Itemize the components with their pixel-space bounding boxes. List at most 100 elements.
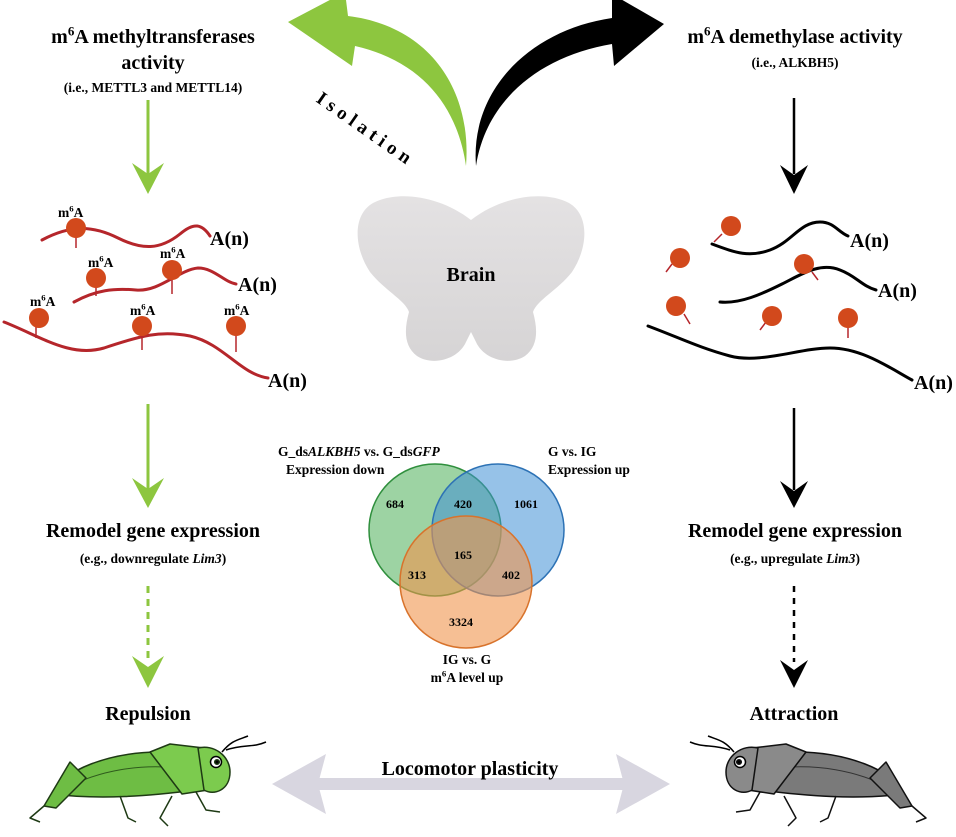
- m6a-dot: [29, 308, 49, 328]
- right-arrow-2: [780, 408, 808, 508]
- right-example: (i.e., ALKBH5): [751, 55, 839, 70]
- grey-locust-illustration: [689, 735, 927, 827]
- m6a-label-m: m: [30, 294, 42, 309]
- right-mrna-3: [646, 324, 914, 382]
- m6a-label-a: A: [73, 205, 84, 220]
- venn-count-abc: 165: [454, 548, 472, 562]
- venn-count-ab: 420: [454, 497, 472, 511]
- right-heading-sup: 6: [703, 23, 711, 39]
- right-remodel-gene: Lim3: [826, 551, 856, 566]
- right-heading-text: A demethylase activity: [710, 26, 903, 48]
- venn-set-a-label: G_dsALKBH5 vs. G_dsGFP: [278, 444, 440, 460]
- venn-set-c-m: m: [430, 670, 442, 685]
- crowding-arrow: [475, 0, 664, 166]
- isolation-arrow: [288, 0, 467, 166]
- m6a-label-sup: 6: [141, 301, 146, 312]
- m6a-dot: [162, 260, 182, 280]
- venn-set-c-label: IG vs. G: [442, 652, 492, 667]
- left-polya-2: A(n): [238, 274, 277, 296]
- m6a-label: m6A: [160, 244, 185, 262]
- m6a-label-a: A: [239, 303, 250, 318]
- venn-count-b-only: 1061: [514, 497, 538, 511]
- venn-set-a-mid: vs. G_ds: [360, 444, 413, 459]
- right-polya-2: A(n): [878, 280, 917, 302]
- right-arrow-3-dashed: [780, 586, 808, 688]
- m6a-label: m6A: [224, 301, 250, 319]
- m6a-label-a: A: [45, 294, 56, 309]
- left-remodel-example: (e.g., downregulate Lim3): [18, 551, 288, 567]
- right-free-m6a: [665, 216, 858, 338]
- right-polya-3: A(n): [914, 372, 953, 394]
- green-locust-illustration: [29, 735, 267, 827]
- m6a-label-sup: 6: [171, 244, 176, 255]
- left-heading: m6A methyltransferases: [18, 23, 288, 49]
- m6a-dot: [226, 316, 246, 336]
- left-example: (i.e., METTL3 and METTL14): [63, 80, 243, 95]
- venn-set-b-label: G vs. IG: [548, 444, 597, 459]
- m6a-label: m6A: [130, 301, 156, 319]
- left-arrow-2: [132, 404, 164, 508]
- m6a-label: m6A: [58, 203, 84, 221]
- venn-count-bc: 402: [502, 568, 520, 582]
- left-remodel-example-pre: (e.g., downregulate: [79, 551, 193, 566]
- m6a-label-m: m: [58, 205, 70, 220]
- m6a-dot: [132, 316, 152, 336]
- m6a-label-sup: 6: [69, 203, 74, 214]
- left-arrow-3-dashed: [132, 586, 164, 688]
- venn-diagram: [368, 463, 565, 649]
- left-heading-m: m: [51, 26, 68, 48]
- m6a-label-a: A: [103, 255, 114, 270]
- m6a-label-m: m: [160, 246, 172, 261]
- locomotor-label: Locomotor plasticity: [381, 758, 559, 780]
- venn-set-a-pre: G_ds: [278, 444, 309, 459]
- right-outcome: Attraction: [749, 703, 839, 725]
- right-heading-m: m: [687, 26, 704, 48]
- venn-set-a-label-2: Expression down: [286, 462, 385, 477]
- right-polya-1: A(n): [850, 230, 889, 252]
- m6a-label-sup: 6: [99, 253, 104, 264]
- left-remodel: Remodel gene expression: [45, 520, 261, 542]
- m6a-label: m6A: [30, 292, 56, 310]
- brain-shape: [357, 196, 585, 361]
- m6a-label: m6A: [88, 253, 114, 271]
- venn-set-b-label-2: Expression up: [548, 462, 630, 477]
- brain-label: Brain: [446, 264, 496, 286]
- right-mrna-1: [710, 220, 850, 256]
- left-heading-sup: 6: [67, 23, 75, 39]
- m6a-dot: [838, 308, 858, 328]
- m6a-label-sup: 6: [41, 292, 46, 303]
- right-remodel: Remodel gene expression: [687, 520, 903, 542]
- right-remodel-example-pre: (e.g., upregulate: [730, 551, 827, 566]
- venn-count-ac: 313: [408, 568, 426, 582]
- left-mrna-2: [72, 266, 238, 304]
- venn-set-c-post: A level up: [446, 670, 504, 685]
- right-mrna-2: [718, 265, 878, 304]
- right-remodel-example: (e.g., upregulate Lim3): [660, 551, 930, 567]
- right-heading: m6A demethylase activity: [660, 23, 930, 49]
- venn-count-c-only: 3324: [449, 615, 473, 629]
- m6a-dot: [86, 268, 106, 288]
- plasticity-arrow: [272, 754, 670, 814]
- right-arrow-1: [780, 98, 808, 194]
- m6a-dot: [721, 216, 741, 236]
- m6a-label-sup: 6: [235, 301, 240, 312]
- left-polya-3: A(n): [268, 370, 307, 392]
- m6a-label-m: m: [130, 303, 142, 318]
- m6a-dot: [66, 218, 86, 238]
- left-mrna-3: [2, 320, 270, 380]
- venn-set-c-label-2: m6A level up: [412, 668, 522, 686]
- left-m6a-marks: [29, 218, 246, 352]
- venn-circle-c: [399, 515, 533, 649]
- venn-set-a-gene1: ALKBH5: [308, 444, 361, 459]
- venn-set-a-gene2: GFP: [412, 444, 440, 459]
- left-arrow-1: [132, 100, 164, 194]
- m6a-dot: [666, 296, 686, 316]
- m6a-dot: [762, 306, 782, 326]
- venn-set-c-sup: 6: [441, 668, 447, 679]
- left-outcome: Repulsion: [105, 703, 191, 725]
- right-remodel-example-post: ): [855, 551, 860, 566]
- m6a-label-a: A: [145, 303, 156, 318]
- m6a-dot: [670, 248, 690, 268]
